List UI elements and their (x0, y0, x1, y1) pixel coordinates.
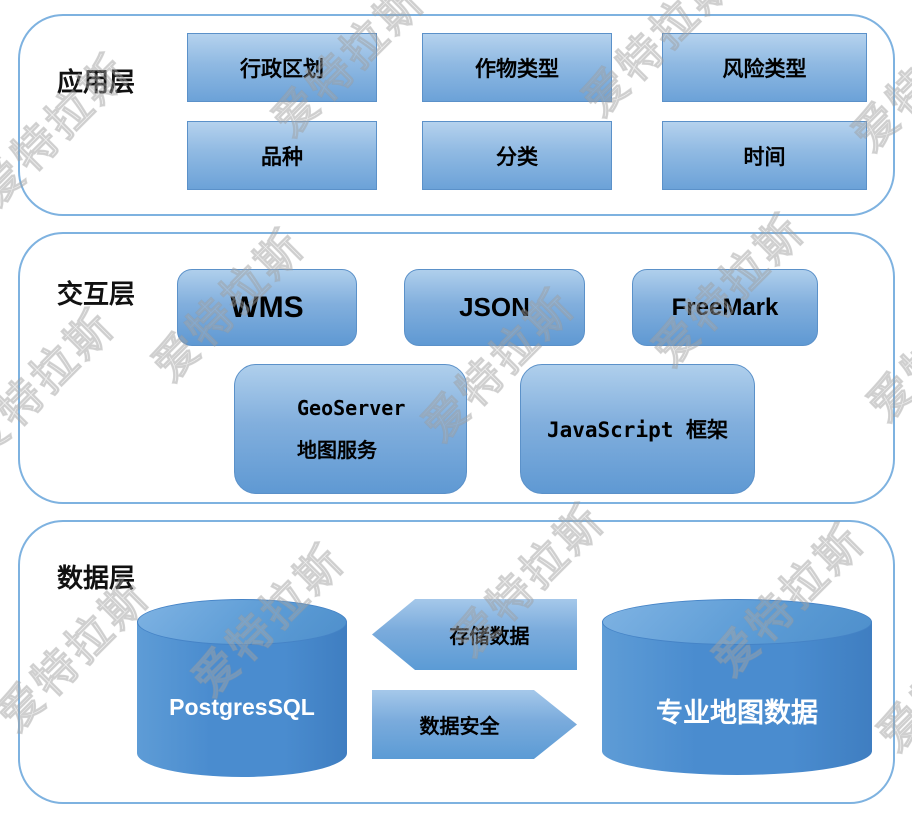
application-layer-title: 应用层 (57, 68, 136, 97)
box-freemark: FreeMark (632, 269, 818, 346)
cylinder-body (602, 622, 872, 775)
box-variety: 品种 (187, 121, 377, 190)
geoserver-label: GeoServer (297, 395, 406, 420)
database-cylinder-map-data: 专业地图数据 (602, 599, 872, 775)
arrow-store-data: 存储数据 (372, 599, 577, 670)
data-layer-title: 数据层 (57, 564, 136, 593)
data-layer-container: 数据层 PostgresSQL 存储数据 数据安全 专业地图数据 (18, 520, 895, 804)
box-geoserver-map-service: GeoServer 地图服务 (234, 364, 467, 494)
cylinder-body (137, 622, 347, 777)
postgres-label: PostgresSQL (169, 694, 315, 720)
box-wms: WMS (177, 269, 357, 346)
cylinder-top-ellipse (137, 599, 347, 645)
box-risk-type: 风险类型 (662, 33, 867, 102)
database-cylinder-postgres: PostgresSQL (137, 599, 347, 777)
arrow-data-security: 数据安全 (372, 690, 577, 759)
map-service-label: 地图服务 (297, 437, 377, 462)
box-classification: 分类 (422, 121, 612, 190)
map-data-label: 专业地图数据 (656, 698, 818, 728)
interaction-layer-container: 交互层 WMS JSON FreeMark GeoServer 地图服务 Jav… (18, 232, 895, 504)
data-security-label: 数据安全 (419, 716, 500, 738)
box-admin-division: 行政区划 (187, 33, 377, 102)
application-layer-container: 应用层 行政区划 作物类型 风险类型 品种 分类 时间 (18, 14, 895, 216)
box-crop-type: 作物类型 (422, 33, 612, 102)
interaction-layer-title: 交互层 (57, 280, 136, 309)
store-data-label: 存储数据 (449, 626, 530, 648)
box-json: JSON (404, 269, 585, 346)
box-time: 时间 (662, 121, 867, 190)
cylinder-top-ellipse (602, 599, 872, 645)
box-javascript-framework: JavaScript 框架 (520, 364, 755, 494)
